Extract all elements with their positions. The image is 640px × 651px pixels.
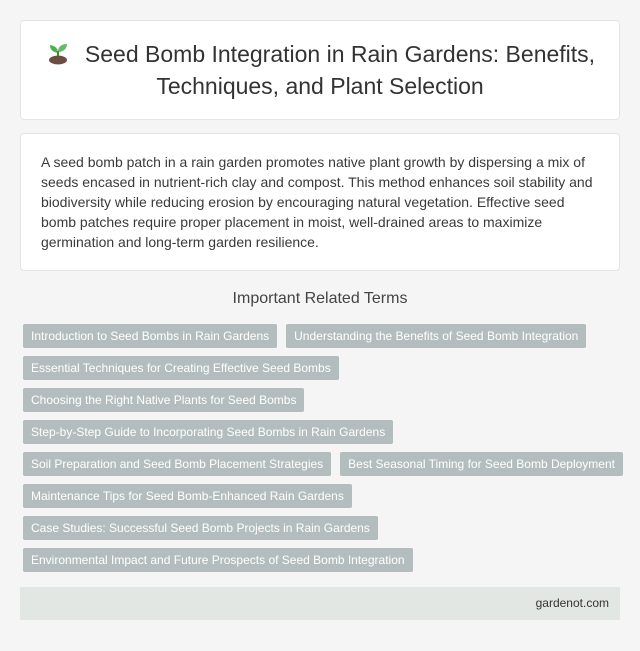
summary-card: A seed bomb patch in a rain garden promo… (20, 133, 620, 271)
page-title: Seed Bomb Integration in Rain Gardens: B… (21, 38, 619, 102)
term-row: Case Studies: Successful Seed Bomb Proje… (23, 516, 623, 540)
term-tag[interactable]: Best Seasonal Timing for Seed Bomb Deplo… (340, 452, 623, 476)
term-tag[interactable]: Choosing the Right Native Plants for See… (23, 388, 305, 412)
term-tag[interactable]: Step-by-Step Guide to Incorporating Seed… (23, 420, 394, 444)
title-card: Seed Bomb Integration in Rain Gardens: B… (20, 20, 620, 120)
footer-site-link[interactable]: gardenot.com (535, 596, 609, 610)
term-tag[interactable]: Environmental Impact and Future Prospect… (23, 548, 413, 572)
term-row: Step-by-Step Guide to Incorporating Seed… (23, 420, 623, 444)
summary-text: A seed bomb patch in a rain garden promo… (41, 154, 593, 250)
term-row: Environmental Impact and Future Prospect… (23, 548, 623, 572)
term-row: Introduction to Seed Bombs in Rain Garde… (23, 324, 623, 348)
term-tag[interactable]: Maintenance Tips for Seed Bomb-Enhanced … (23, 484, 352, 508)
page-title-text: Seed Bomb Integration in Rain Gardens: B… (84, 41, 596, 99)
term-tag[interactable]: Case Studies: Successful Seed Bomb Proje… (23, 516, 378, 540)
sprout-icon (48, 44, 67, 65)
related-terms-heading: Important Related Terms (232, 290, 408, 307)
term-tag[interactable]: Soil Preparation and Seed Bomb Placement… (23, 452, 332, 476)
term-tag[interactable]: Understanding the Benefits of Seed Bomb … (286, 324, 587, 348)
term-row: Soil Preparation and Seed Bomb Placement… (23, 452, 623, 476)
term-tag[interactable]: Introduction to Seed Bombs in Rain Garde… (23, 324, 278, 348)
term-row: Choosing the Right Native Plants for See… (23, 388, 623, 412)
footer: gardenot.com (20, 587, 620, 620)
term-tag[interactable]: Essential Techniques for Creating Effect… (23, 356, 339, 380)
term-row: Maintenance Tips for Seed Bomb-Enhanced … (23, 484, 623, 508)
related-terms-list: Introduction to Seed Bombs in Rain Garde… (23, 324, 623, 580)
term-row: Essential Techniques for Creating Effect… (23, 356, 623, 380)
